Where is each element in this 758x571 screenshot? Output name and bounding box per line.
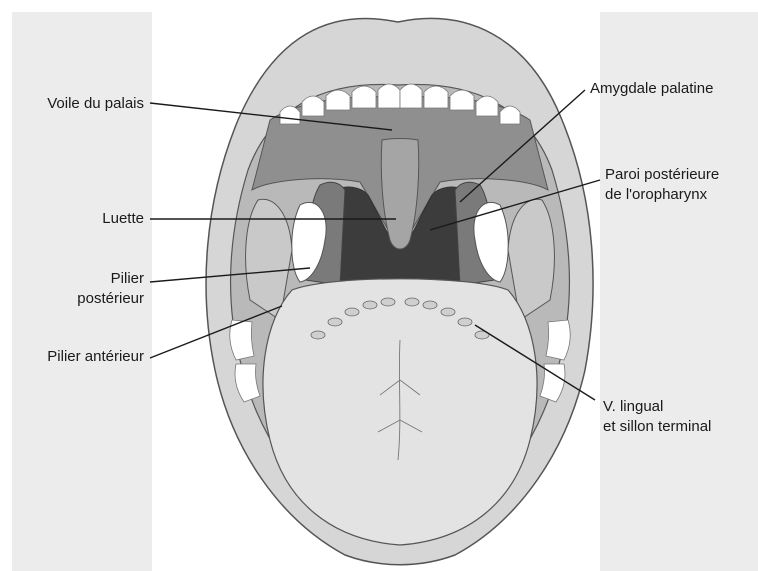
label-pilier-posterieur-line2: postérieur [77, 289, 144, 308]
label-v-lingual-line2: et sillon terminal [603, 417, 711, 436]
label-pilier-posterieur-line1: Pilier [111, 269, 144, 288]
label-voile-du-palais: Voile du palais [47, 94, 144, 113]
label-luette: Luette [102, 209, 144, 228]
label-amygdale-palatine: Amygdale palatine [590, 79, 713, 98]
label-pilier-anterieur: Pilier antérieur [47, 347, 144, 366]
label-v-lingual-line1: V. lingual [603, 397, 663, 416]
label-paroi-posterieure-line2: de l'oropharynx [605, 185, 707, 204]
label-paroi-posterieure-line1: Paroi postérieure [605, 165, 719, 184]
